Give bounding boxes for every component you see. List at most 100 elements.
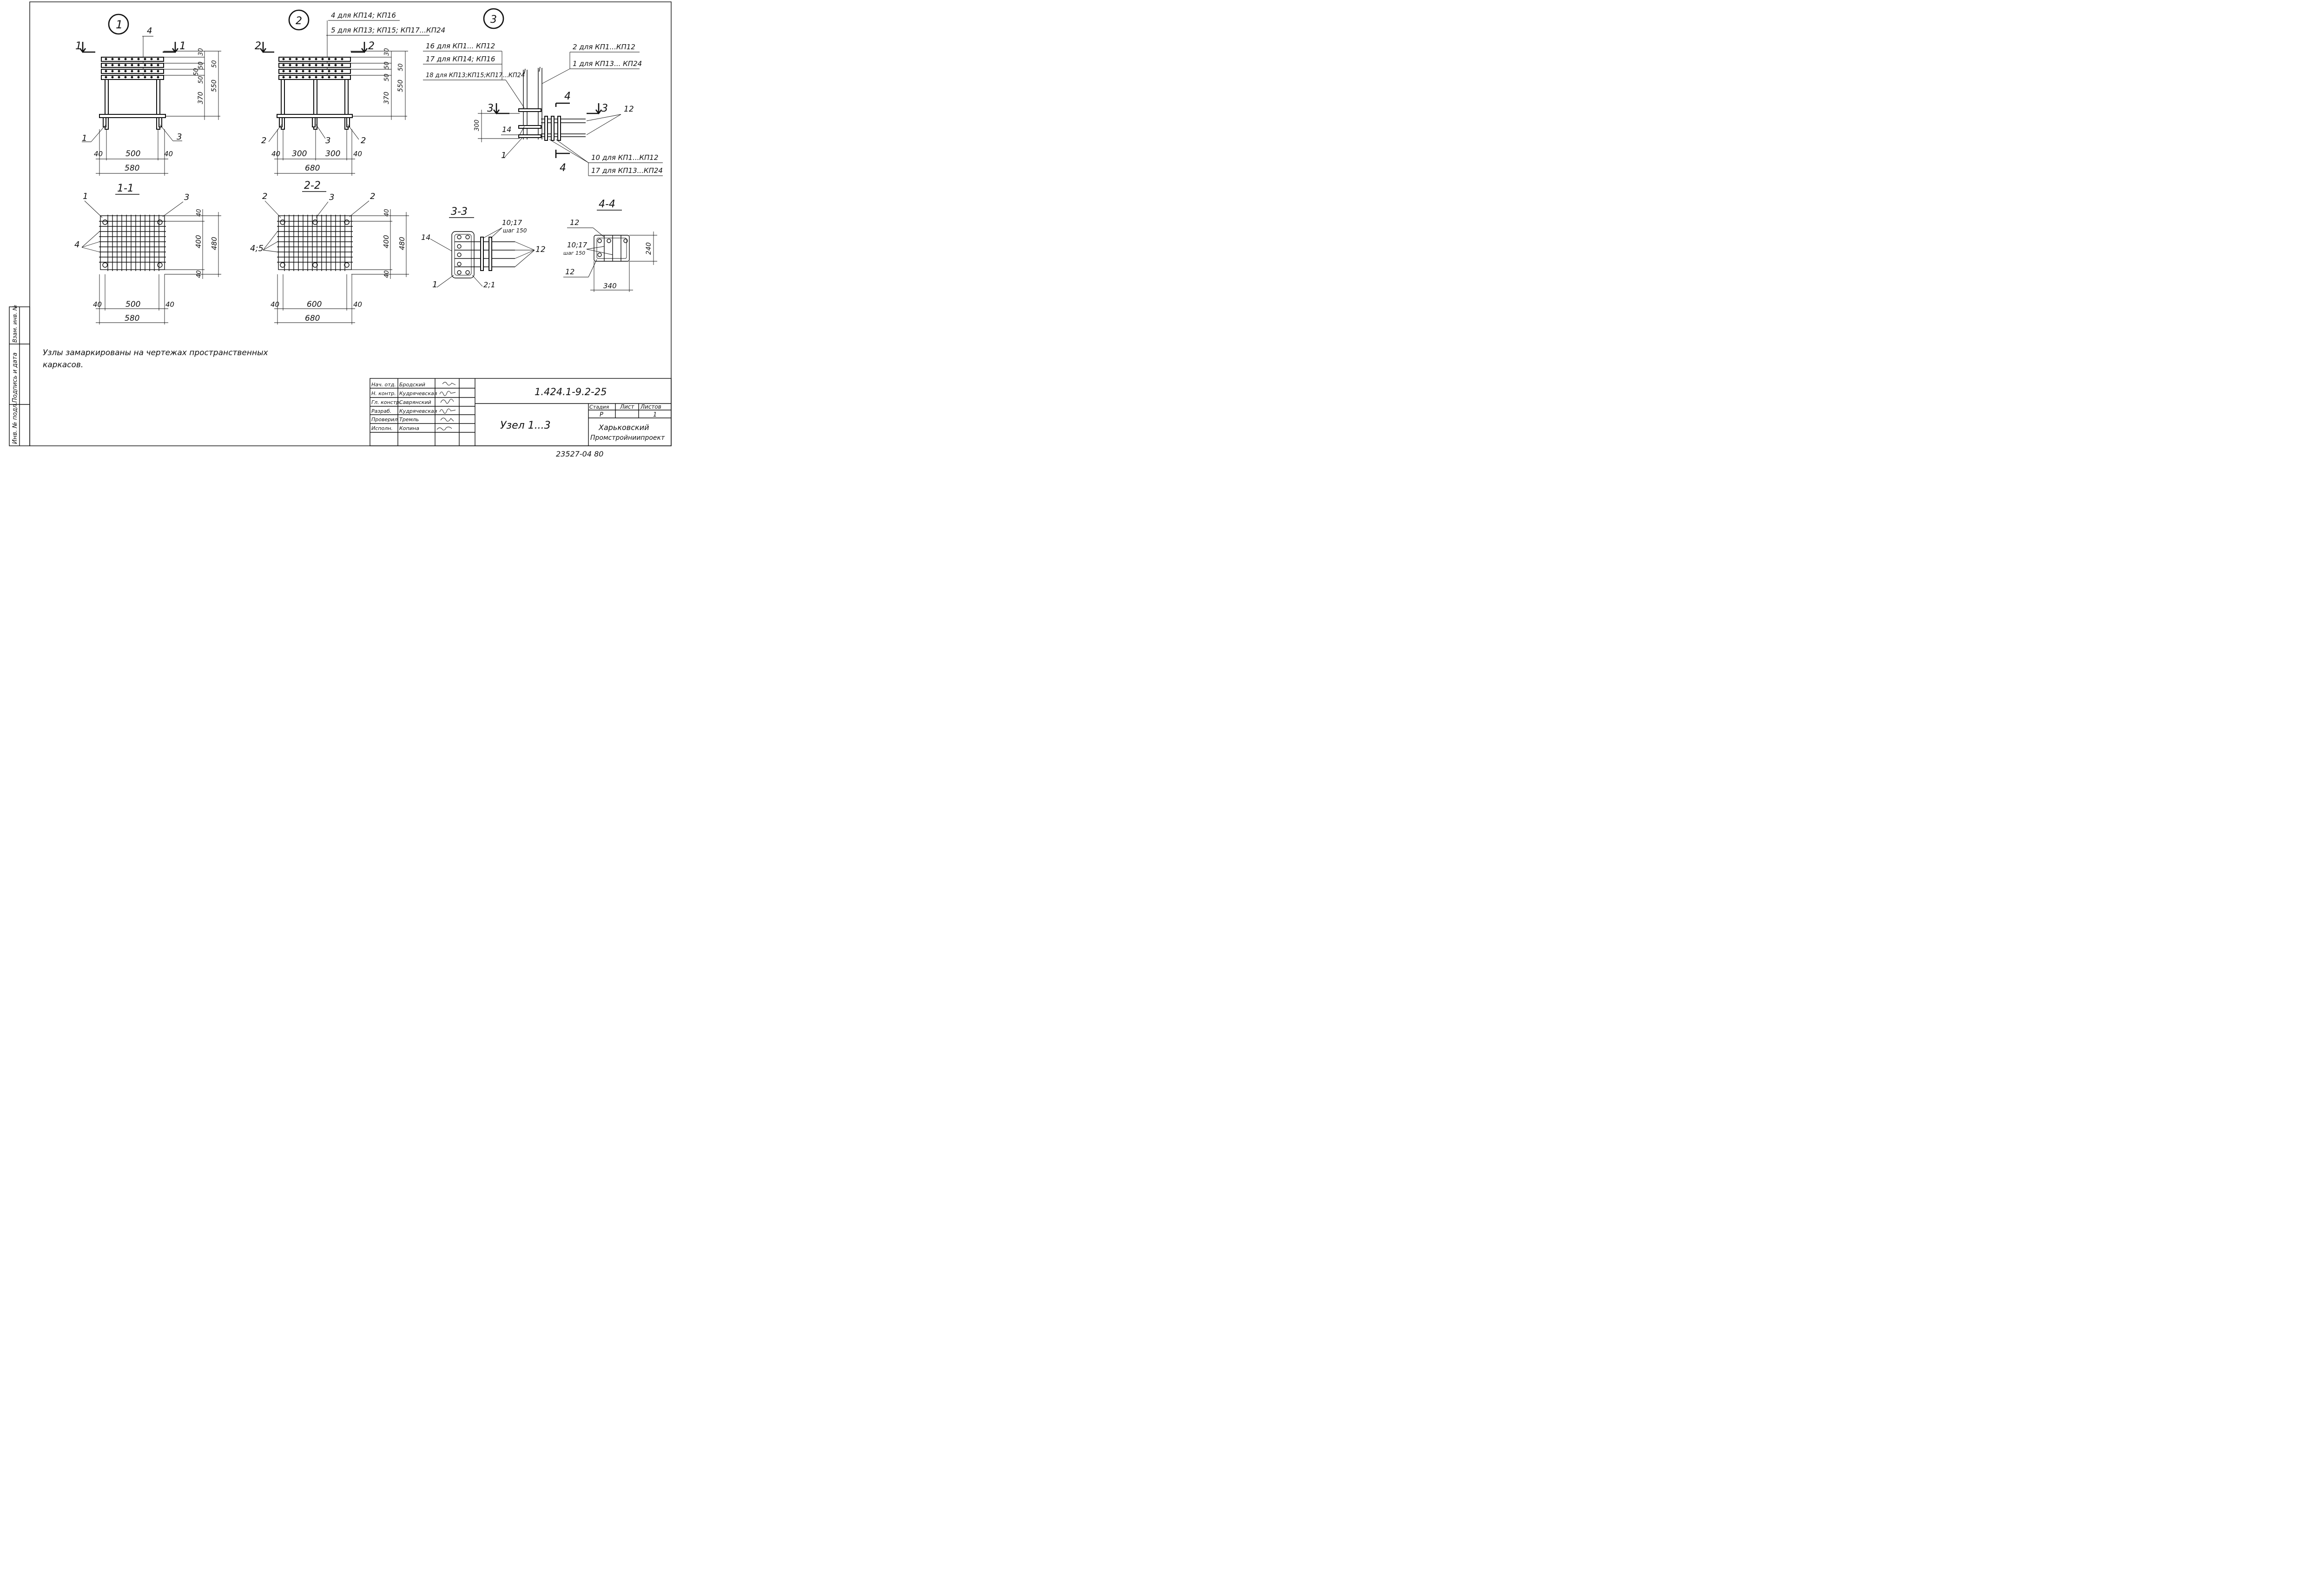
pos-label-right: 3 [177,132,182,142]
dim-2-2-680: 680 [305,314,320,323]
stage-label: Стадия [589,404,609,410]
dim-1-1-40-left: 40 [93,300,102,309]
dim-2-40-left: 40 [271,150,280,158]
dim-2-2-600: 600 [307,300,322,309]
note-view2-line2: 5 для КП13; КП15; КП17...КП24 [331,26,445,34]
org-line-2: Промстройниипроект [590,434,665,442]
pos-label-1-v3: 1 [501,151,506,160]
section-mark-2-left: 2 [255,40,261,52]
node-number-3: 3 [490,14,497,26]
name-2: Саврянский [399,399,431,405]
dim-40-left: 40 [94,150,103,158]
pos-label-top: 4 [147,26,152,36]
dim-2-300-a: 300 [292,149,307,159]
pos-label-3-3-21: 2;1 [483,280,495,289]
pos-label-3-3-1017: 10;17 [502,218,522,227]
dim-4-4-340: 340 [603,282,617,290]
side-stamp-cell-2: Подпись и дата [12,352,19,403]
dim-1-1-40-right: 40 [165,300,174,309]
node-number-1: 1 [116,18,123,31]
drawing-sheet: Инв. № подл. Подпись и дата Взам. инв. №… [9,1,672,458]
dim-2-680: 680 [305,164,320,173]
dim-2-370: 370 [383,92,390,104]
role-5: Исполн. [371,425,393,431]
pos-label-2-mid: 3 [325,136,330,146]
dim-2-40-right: 40 [353,150,362,158]
note-line-1: Узлы замаркированы на чертежах пространс… [43,348,269,357]
sheet-title: Узел 1...3 [500,420,551,431]
dim-50-c: 50 [198,76,205,84]
signatures [436,382,456,430]
dim-1-1-400: 400 [194,235,203,248]
dim-2-2-400: 400 [382,235,390,248]
section-4-mark-bottom: 4 [560,162,566,174]
section-title-3-3: 3-3 [451,206,468,218]
section-3-mark-right: 3 [601,103,608,114]
pos-label-2-2-bars: 4;5 [250,244,264,253]
dim-2-2-40-top: 40 [383,209,390,217]
name-1: Кудрячевская [399,391,437,397]
note-view3-a1: 16 для КП1... КП12 [426,42,495,50]
sheets-label: Листов [640,404,661,410]
step-label-3-3: шаг 150 [503,227,527,234]
node-marker-1 [108,13,129,35]
pos-label-2-2-right: 2 [370,192,375,201]
side-stamp-cell-1: Инв. № подл. [12,402,19,444]
dim-50-right: 50 [211,60,218,68]
step-label-4-4: шаг 150 [563,250,585,256]
pos-label-12-v3: 12 [624,105,634,114]
note-view3-b1: 2 для КП1...КП12 [573,43,635,51]
dim-2-2-40-bottom: 40 [383,270,390,278]
section-mark-right: 1 [179,40,186,52]
view-2: 2 2 2 4 для КП14; КП16 5 для КП13; КП15;… [255,9,445,176]
name-3: Кудрячевская [399,408,437,414]
pos-label-1-1-bars: 4 [74,240,79,250]
dim-2-50-a: 50 [383,61,390,69]
side-stamp: Инв. № подл. Подпись и дата Взам. инв. № [9,305,30,446]
general-note: Узлы замаркированы на чертежах пространс… [43,348,269,370]
dim-2-550: 550 [397,79,404,92]
node-marker-3 [483,8,504,29]
pos-label-1-1-right: 3 [184,192,189,202]
pos-label-3-3-1: 1 [432,280,437,290]
section-title-2-2: 2-2 [304,180,321,192]
dim-550: 550 [211,79,218,92]
dim-2-50-b: 50 [383,73,390,81]
view-1: 1 1 1 4 1 3 [75,13,221,176]
stage-value: Р [600,411,603,418]
doc-code: 1.424.1-9.2-25 [535,386,607,397]
dim-300-v3: 300 [474,119,481,131]
sheets-value: 1 [653,411,657,418]
dim-2-30: 30 [383,48,390,56]
pos-label-left: 1 [82,133,87,143]
pos-label-2-right: 2 [361,136,366,146]
pos-label-4-4-1017: 10;17 [567,241,588,249]
section-title-1-1: 1-1 [117,183,134,194]
section-3-mark-left: 3 [487,103,494,114]
note-view3-c1: 10 для КП1...КП12 [591,153,658,162]
role-2: Гл. констр. [371,399,401,405]
dim-50-a: 50 [198,61,205,69]
dim-370: 370 [197,92,205,104]
section-4-mark-top: 4 [564,91,571,102]
section-title-4-4: 4-4 [599,199,615,210]
name-4: Тремль [399,417,419,423]
dim-580: 580 [125,164,139,173]
dim-50-b: 50 [193,68,200,76]
section-mark-2-right: 2 [368,40,375,52]
dim-2-2-40-left: 40 [271,300,279,309]
note-line-2: каркасов. [43,360,83,370]
pos-label-3-3-12: 12 [535,245,546,254]
dim-40-right: 40 [164,150,173,158]
section-3-3: 3-3 14 1 2;1 10;17 шаг 150 12 [421,206,546,290]
dim-1-1-40-top: 40 [196,209,203,217]
section-2-2: 2-2 2 3 2 4;5 40 [250,180,409,324]
org-line-1: Харьковский [598,423,649,432]
view-3: 3 16 для КП1... КП12 17 для КП14; КП16 1… [423,8,663,176]
note-view2-line1: 4 для КП14; КП16 [331,11,396,20]
dim-500: 500 [125,149,140,159]
side-stamp-cell-3: Взам. инв. № [12,305,18,343]
section-1-1: 1-1 1 3 4 40 400 [74,183,221,324]
dim-2-300-b: 300 [325,149,340,159]
dim-1-1-580: 580 [125,314,139,323]
